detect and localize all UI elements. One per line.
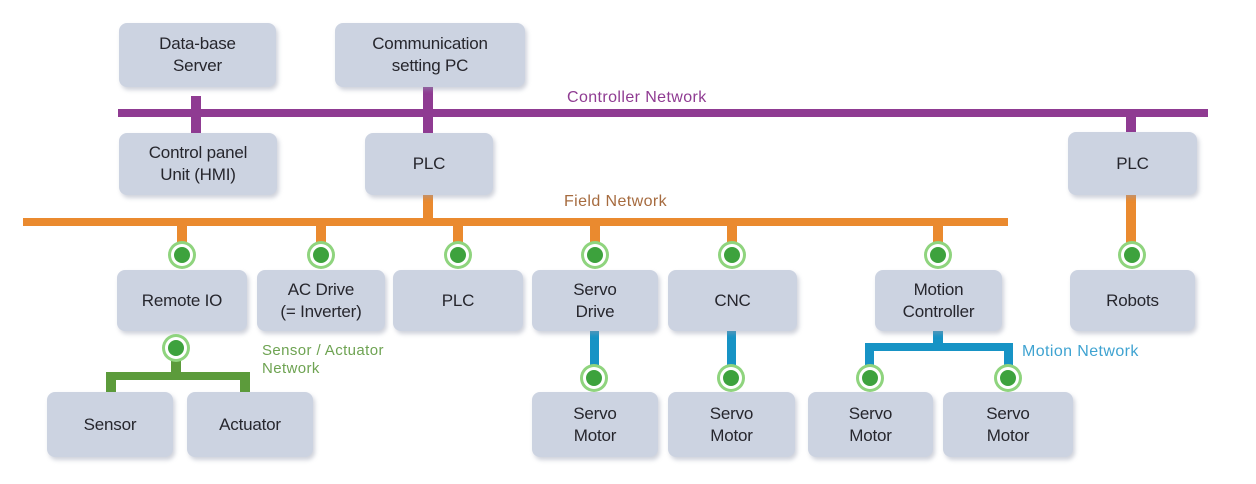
field-drop-robots	[1126, 194, 1136, 243]
port-connector-icon	[168, 340, 184, 356]
sensor-actuator-network-label: Sensor / Actuator Network	[262, 342, 384, 377]
controller-link-tick	[1126, 111, 1136, 133]
field-drop	[453, 222, 463, 242]
node-servo-motor-2: Servo Motor	[668, 392, 795, 457]
field-drop	[933, 222, 943, 242]
controller-network-label: Controller Network	[567, 89, 707, 106]
port-connector-icon	[724, 247, 740, 263]
port-connector-icon	[1000, 370, 1016, 386]
motion-link-stub	[590, 330, 599, 366]
node-remote-io: Remote IO	[117, 270, 247, 331]
node-sensor: Sensor	[47, 392, 173, 457]
node-plc-right: PLC	[1068, 132, 1197, 195]
controller-link-tick	[423, 86, 433, 134]
node-database-server: Data-base Server	[119, 23, 276, 87]
node-servo-motor-1: Servo Motor	[532, 392, 658, 457]
port-connector-icon	[174, 247, 190, 263]
field-drop	[177, 222, 187, 242]
motion-network-label: Motion Network	[1022, 343, 1139, 360]
motion-bracket	[865, 343, 1013, 365]
node-control-panel-hmi: Control panel Unit (HMI)	[119, 133, 277, 195]
port-connector-icon	[450, 247, 466, 263]
node-cnc: CNC	[668, 270, 797, 331]
node-communication-setting-pc: Communication setting PC	[335, 23, 525, 87]
node-servo-motor-4: Servo Motor	[943, 392, 1073, 457]
sensor-bracket-stem	[171, 359, 181, 373]
node-motion-controller: Motion Controller	[875, 270, 1002, 331]
node-plc-field: PLC	[393, 270, 523, 331]
sensor-bracket	[106, 372, 250, 393]
field-drop	[316, 222, 326, 242]
motion-bracket-stem	[933, 330, 943, 344]
port-connector-icon	[930, 247, 946, 263]
port-connector-icon	[862, 370, 878, 386]
controller-network-line	[118, 109, 1208, 117]
field-link-stub	[423, 194, 433, 220]
node-plc-top: PLC	[365, 133, 493, 195]
port-connector-icon	[587, 247, 603, 263]
node-servo-drive: Servo Drive	[532, 270, 658, 331]
field-drop	[590, 222, 600, 242]
port-connector-icon	[586, 370, 602, 386]
controller-link-tick	[191, 96, 201, 134]
motion-link-stub	[727, 330, 736, 366]
port-connector-icon	[313, 247, 329, 263]
node-servo-motor-3: Servo Motor	[808, 392, 933, 457]
port-connector-icon	[1124, 247, 1140, 263]
node-robots: Robots	[1070, 270, 1195, 331]
field-network-label: Field Network	[564, 193, 668, 210]
field-drop	[727, 222, 737, 242]
port-connector-icon	[723, 370, 739, 386]
node-ac-drive: AC Drive (= Inverter)	[257, 270, 385, 331]
node-actuator: Actuator	[187, 392, 313, 457]
field-network-line	[23, 218, 1008, 226]
